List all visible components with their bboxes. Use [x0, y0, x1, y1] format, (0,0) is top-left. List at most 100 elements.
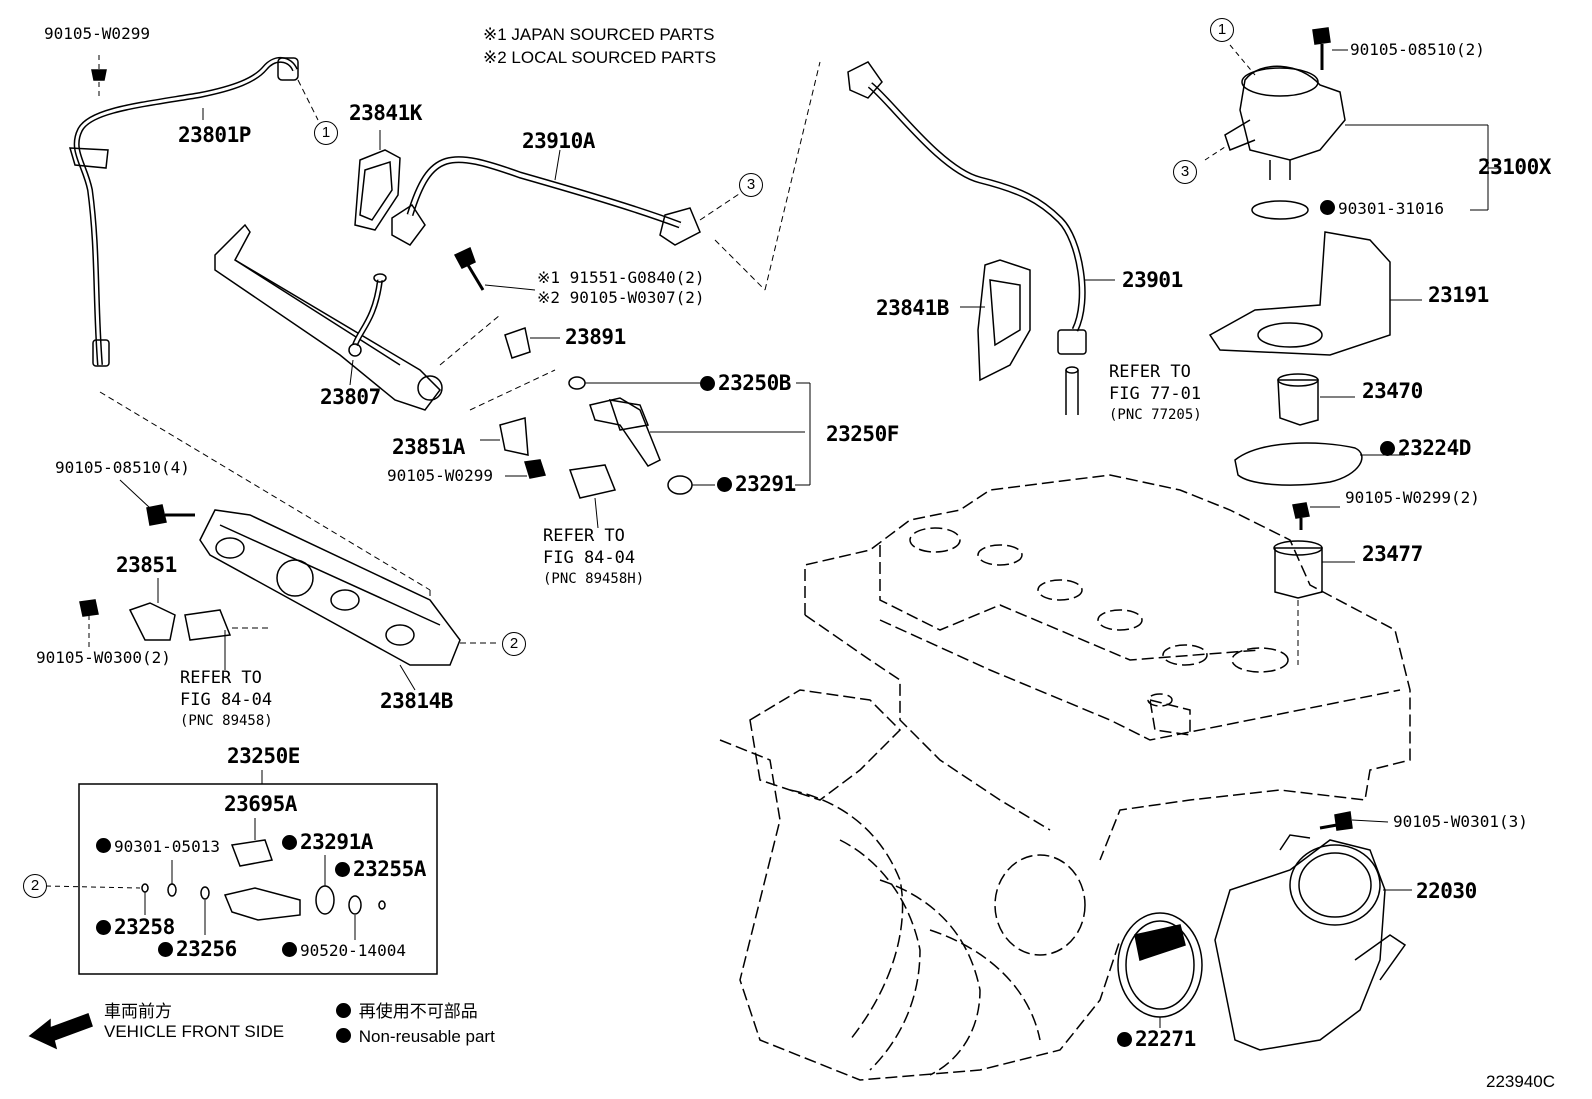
nonreusable-dot-icon	[158, 942, 173, 957]
part-23224D-text: 23224D	[1398, 436, 1471, 460]
ref-77205-line1: REFER TO	[1109, 362, 1191, 382]
ref-89458H-line2: FIG 84-04	[543, 548, 636, 568]
part-23255A-text: 23255A	[353, 857, 426, 881]
engine-outline	[719, 474, 1411, 1081]
bolt-91551	[453, 246, 536, 291]
part-90105-W0300: 90105-W0300(2)	[36, 648, 171, 667]
nonreusable-dot-icon	[336, 1003, 351, 1018]
fuel-hose-23910A	[391, 149, 746, 246]
part-23258-text: 23258	[114, 915, 175, 939]
note-local-sourced: ※2 LOCAL SOURCED PARTS	[483, 48, 717, 67]
note-japan-sourced: ※1 JAPAN SOURCED PARTS	[483, 25, 715, 44]
part-23807: 23807	[320, 385, 381, 409]
bolt-90105-W0300	[79, 599, 99, 650]
gasket-22271	[1117, 912, 1203, 1028]
fuel-pipe-23801P	[68, 55, 299, 367]
part-23250F: 23250F	[826, 422, 899, 446]
part-90520-14004-text: 90520-14004	[300, 941, 406, 960]
part-90301-05013: 90301-05013	[96, 838, 220, 855]
part-90105-W0301: 90105-W0301(3)	[1393, 812, 1528, 831]
part-23470: 23470	[1362, 379, 1423, 403]
sensor-89458H	[568, 464, 617, 529]
part-23695A: 23695A	[224, 792, 297, 816]
nonreusable-dot-icon	[96, 920, 111, 935]
part-23910A: 23910A	[522, 129, 595, 153]
nonreusable-dot-icon	[336, 1028, 351, 1043]
part-23851: 23851	[116, 553, 177, 577]
legend-front-en: VEHICLE FRONT SIDE	[104, 1022, 285, 1041]
part-90105-W0307: ※2 90105-W0307(2)	[537, 288, 705, 307]
callout-2: 2	[502, 632, 526, 656]
part-23250E: 23250E	[227, 744, 300, 768]
part-23291-text: 23291	[735, 472, 796, 496]
part-90301-31016: 90301-31016	[1320, 200, 1444, 217]
throttle-body-22030	[1214, 811, 1412, 1051]
part-23250B-text: 23250B	[718, 371, 791, 395]
part-23100X: 23100X	[1478, 155, 1551, 179]
part-22271: 22271	[1117, 1029, 1196, 1050]
nonreusable-dot-icon	[96, 838, 111, 853]
part-23901: 23901	[1122, 268, 1183, 292]
part-23291A-text: 23291A	[300, 830, 373, 854]
part-23256-text: 23256	[176, 937, 237, 961]
nonreusable-dot-icon	[717, 477, 732, 492]
part-23891: 23891	[565, 325, 626, 349]
part-23258: 23258	[96, 917, 175, 938]
part-23814B: 23814B	[380, 689, 453, 713]
callout-3-pump: 3	[1173, 160, 1197, 184]
part-90105-W0299-mid: 90105-W0299	[387, 466, 493, 485]
ref-89458H-line1: REFER TO	[543, 526, 625, 546]
callout-3: 3	[739, 173, 763, 197]
part-23841B: 23841B	[876, 296, 949, 320]
bolt-90105-W0299-mid	[505, 459, 546, 479]
callout-1-pump: 1	[1210, 18, 1234, 42]
callout-1: 1	[314, 121, 338, 145]
bolt-90105-08510-4	[119, 479, 195, 526]
nonreusable-dot-icon	[335, 862, 350, 877]
connector-23841K	[354, 130, 401, 231]
nonreusable-dot-icon	[700, 376, 715, 391]
part-23224D: 23224D	[1380, 438, 1471, 459]
part-90105-W0299-2: 90105-W0299(2)	[1345, 488, 1480, 507]
sensor-89458	[184, 609, 270, 670]
injector-23250F	[568, 376, 811, 495]
part-23250B: 23250B	[700, 373, 791, 394]
ref-89458-line3: (PNC 89458)	[180, 713, 273, 729]
lifter-23470	[1277, 373, 1355, 426]
ref-89458-line2: FIG 84-04	[180, 690, 273, 710]
part-90105-08510-2: 90105-08510(2)	[1350, 40, 1485, 59]
bolt-90105-W0299-2	[1292, 502, 1340, 530]
collar-23891	[504, 327, 560, 359]
part-23191: 23191	[1428, 283, 1489, 307]
part-22030: 22030	[1416, 879, 1477, 903]
nonreusable-dot-icon	[282, 835, 297, 850]
part-23256: 23256	[158, 939, 237, 960]
ref-77205-line2: FIG 77-01	[1109, 384, 1202, 404]
part-23841K: 23841K	[349, 101, 422, 125]
part-90520-14004: 90520-14004	[282, 942, 406, 959]
legend-nonreuse-jp: 再使用不可部品	[336, 1003, 478, 1020]
diagram-id: 223940C	[1486, 1072, 1556, 1091]
part-23255A: 23255A	[335, 859, 426, 880]
nonreusable-dot-icon	[1380, 441, 1395, 456]
bracket-23851	[128, 578, 176, 641]
nonreusable-dot-icon	[1117, 1032, 1132, 1047]
legend-nonreuse-jp-text: 再使用不可部品	[358, 1002, 478, 1021]
kit-parts	[141, 818, 386, 940]
legend-nonreuse-en-text: Non-reusable part	[358, 1027, 495, 1046]
kit-box-23250E	[78, 783, 438, 975]
part-90105-08510-4: 90105-08510(4)	[55, 458, 190, 477]
part-90301-31016-text: 90301-31016	[1338, 199, 1444, 218]
ref-89458H-line3: (PNC 89458H)	[543, 571, 645, 587]
clamp-23851A	[480, 417, 529, 456]
nonreusable-dot-icon	[1320, 200, 1335, 215]
ref-77205-line3: (PNC 77205)	[1109, 407, 1202, 423]
front-arrow-icon	[28, 1013, 93, 1050]
gasket-23224D	[1234, 442, 1405, 486]
part-90105-W0299-top: 90105-W0299	[44, 24, 150, 43]
part-23477: 23477	[1362, 542, 1423, 566]
fuel-rail-23807	[214, 223, 443, 411]
holder-23477	[1273, 540, 1355, 665]
nonreusable-dot-icon	[282, 942, 297, 957]
